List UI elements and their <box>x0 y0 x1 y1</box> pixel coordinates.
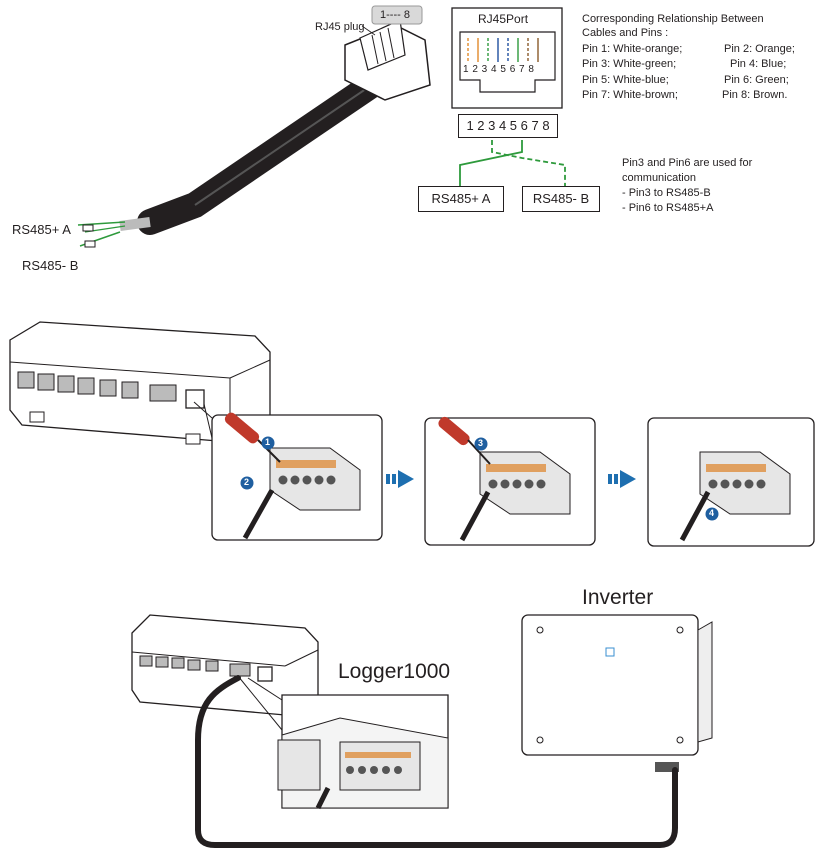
pin-strip-box: 1 2 3 4 5 6 7 8 <box>458 114 558 138</box>
step-number-2: 2 <box>244 477 250 487</box>
logger-detail-panel <box>277 694 449 810</box>
screwdriver-icon <box>438 416 470 446</box>
inverter-label: Inverter <box>582 586 654 609</box>
step-badge-icon <box>705 507 719 521</box>
step-number-4: 4 <box>709 508 715 518</box>
step-badge-icon <box>240 476 254 490</box>
pin-row-3-left: Pin 5: White-blue; <box>582 74 669 86</box>
step-number-3: 3 <box>478 438 484 448</box>
rj45-port-icon <box>451 7 563 109</box>
comm-note-3: - Pin3 to RS485-B <box>622 187 711 199</box>
rj45-plug-icon <box>344 5 431 101</box>
screwdriver-icon <box>224 412 260 444</box>
step-badge-icon <box>261 436 275 450</box>
pin-row-2-left: Pin 3: White-green; <box>582 58 677 70</box>
pin-row-1-right: Pin 2: Orange; <box>724 43 795 55</box>
step-badge-icon <box>474 437 488 451</box>
step-panel-2 <box>424 416 596 546</box>
pin-row-1-left: Pin 1: White-orange; <box>582 43 683 55</box>
comm-note-4: - Pin6 to RS485+A <box>622 202 714 214</box>
step-panel-1 <box>211 412 383 541</box>
flow-arrow-icon <box>608 470 636 488</box>
step-panel-3 <box>647 417 815 547</box>
wire-a-label: RS485+ A <box>12 222 71 237</box>
wire-b-label: RS485- B <box>22 258 79 273</box>
logger-label: Logger1000 <box>338 660 451 683</box>
pin-row-4-left: Pin 7: White-brown; <box>582 89 678 101</box>
rs485-a-box: RS485+ A <box>418 186 504 212</box>
pin-row-2-right: Pin 4: Blue; <box>730 58 787 70</box>
pin-row-4-right: Pin 8: Brown. <box>722 89 788 101</box>
rj45-port-title: RJ45Port <box>478 12 529 26</box>
step-number-1: 1 <box>265 437 271 447</box>
pin-table-heading-1: Corresponding Relationship Between <box>582 13 764 25</box>
inverter-icon <box>521 614 713 772</box>
comm-note-1: Pin3 and Pin6 are used for <box>622 157 753 169</box>
flow-arrow-icon <box>386 470 414 488</box>
plug-pin-range: 1---- 8 <box>380 9 410 21</box>
pin-table-heading-2: Cables and Pins : <box>582 27 669 39</box>
pin-row-3-right: Pin 6: Green; <box>724 74 789 86</box>
rj45-plug-label: RJ45 plug <box>315 21 365 33</box>
comm-note-2: communication <box>622 172 696 184</box>
port-pin-numbers: 1 2 3 4 5 6 7 8 <box>463 64 535 75</box>
rs485-b-box: RS485- B <box>522 186 600 212</box>
